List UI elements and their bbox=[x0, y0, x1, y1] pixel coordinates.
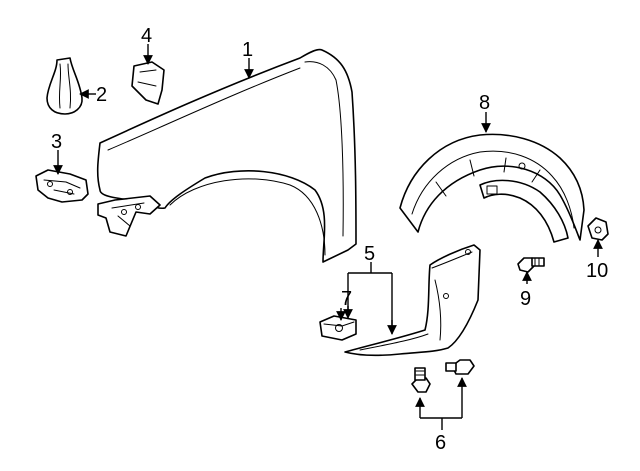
clip-nut-part[interactable] bbox=[319, 315, 357, 341]
fender-part[interactable] bbox=[96, 48, 357, 263]
bolt-part[interactable] bbox=[411, 359, 475, 393]
callout-3: 3 bbox=[51, 131, 62, 153]
cap-part[interactable] bbox=[46, 57, 83, 115]
callout-2: 2 bbox=[96, 84, 107, 106]
callout-1: 1 bbox=[242, 39, 253, 61]
splash-shield-part[interactable] bbox=[344, 244, 481, 357]
fender-liner-part[interactable] bbox=[399, 133, 585, 243]
callout-7: 7 bbox=[341, 288, 352, 310]
leader-lines bbox=[53, 44, 603, 430]
screw-part[interactable] bbox=[517, 257, 545, 273]
callout-labels: 1 2 3 4 5 6 7 8 9 10 bbox=[51, 25, 608, 454]
callout-6: 6 bbox=[435, 432, 446, 454]
callout-4: 4 bbox=[141, 25, 152, 47]
callout-10: 10 bbox=[586, 260, 608, 282]
callout-9: 9 bbox=[520, 288, 531, 310]
callout-8: 8 bbox=[479, 92, 490, 114]
seal-part[interactable] bbox=[131, 61, 165, 105]
leader-5 bbox=[347, 262, 393, 332]
callout-5: 5 bbox=[364, 243, 375, 265]
push-clip-part[interactable] bbox=[587, 217, 609, 241]
bracket-part[interactable] bbox=[35, 169, 89, 203]
leader-6 bbox=[420, 417, 462, 430]
